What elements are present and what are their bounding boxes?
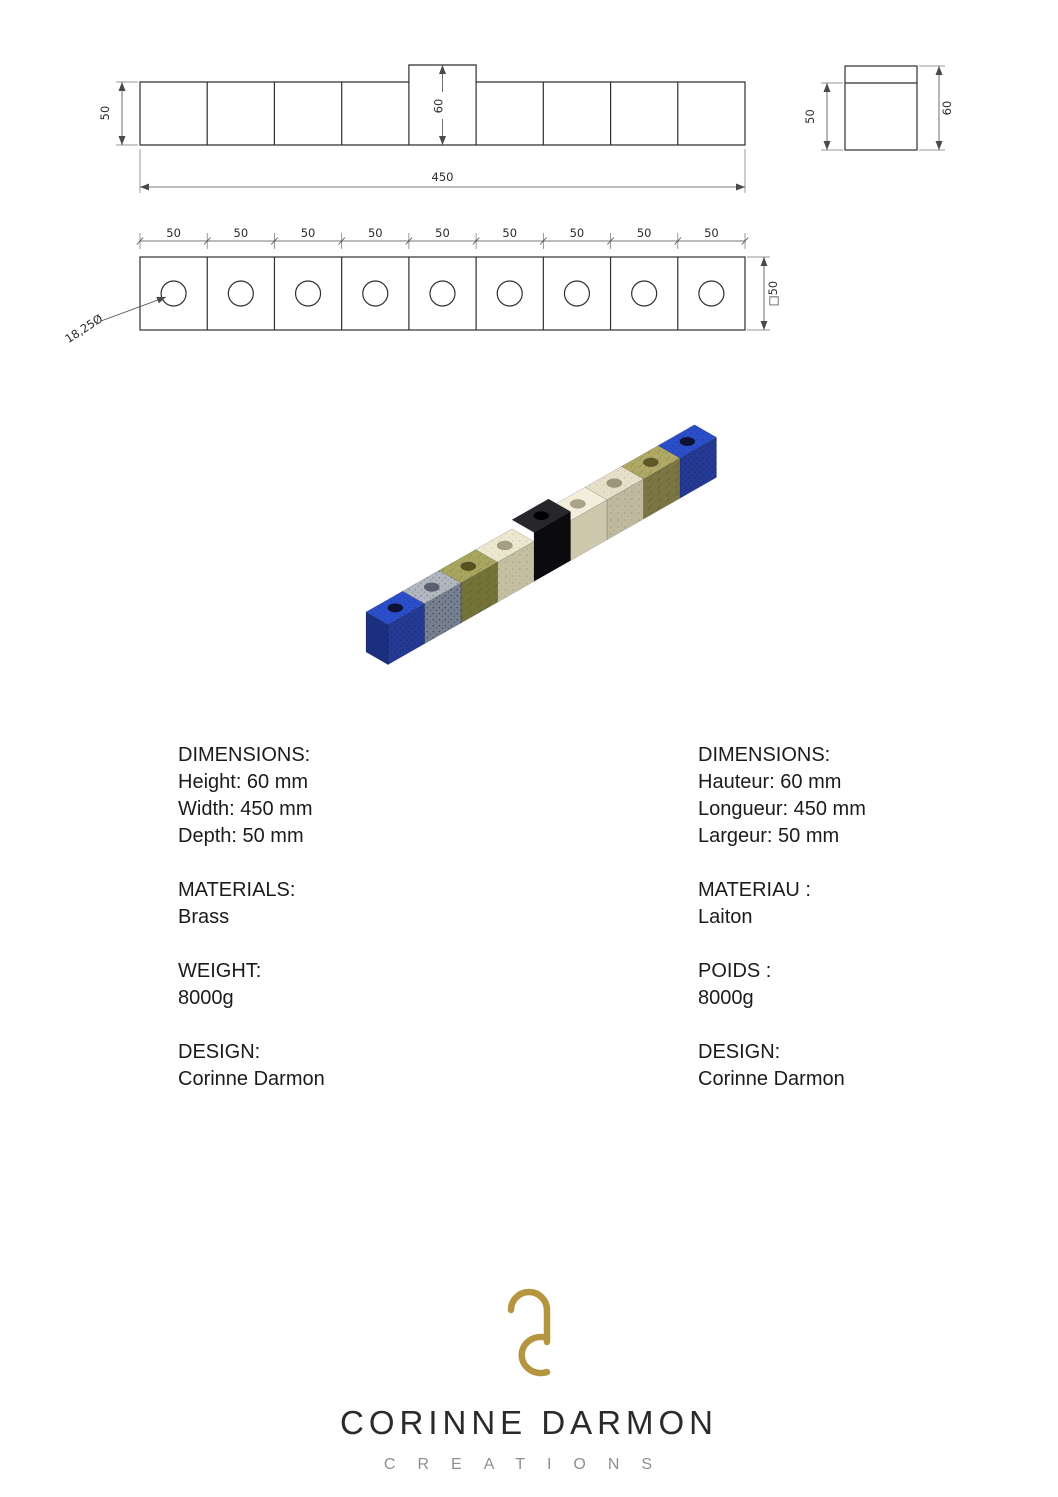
spec-label: DESIGN:: [698, 1041, 781, 1063]
isometric-render: [365, 424, 718, 666]
side-body-height-label: 50: [803, 109, 817, 124]
spec-group: DESIGN: Corinne Darmon: [178, 1039, 538, 1093]
hole-circle: [227, 280, 254, 307]
spec-label: DIMENSIONS:: [698, 744, 831, 766]
cube-ivory: [474, 528, 535, 603]
front-raised-height-label: 60: [432, 99, 446, 114]
brand-name: CORINNE DARMON: [339, 1404, 718, 1441]
spec-line: Height: 60 mm: [178, 771, 309, 793]
cube-side-texture: [461, 562, 498, 623]
spec-group: DESIGN: Corinne Darmon: [698, 1039, 1058, 1093]
specs-english: DIMENSIONS: Height: 60 mm Width: 450 mm Dep…: [178, 742, 538, 1120]
cube-hole: [423, 582, 440, 592]
hole-circle: [160, 280, 187, 307]
spec-group: POIDS : 8000g: [698, 958, 1058, 1012]
cube-granite: [401, 570, 462, 645]
brand-subtitle: CREATIONS: [383, 1456, 675, 1473]
front-view-drawing: 50 60 450: [98, 64, 746, 193]
dim-text-mask: [435, 92, 450, 119]
cube-hole: [606, 478, 623, 488]
front-width-label: 450: [432, 170, 454, 184]
cube-olive: [438, 549, 499, 624]
cube-side-texture: [497, 541, 534, 603]
cube-side-texture: [680, 437, 717, 499]
hole-diameter-label: 18,25Ø: [62, 311, 105, 346]
cube-hole: [679, 436, 696, 447]
spec-line: Longueur: 450 mm: [698, 798, 866, 820]
spec-group: WEIGHT: 8000g: [178, 958, 538, 1012]
spec-group: DIMENSIONS: Hauteur: 60 mm Longueur: 450 m…: [698, 742, 1058, 850]
top-view-drawing: 50 50 50 50 50 50 50 50 50 □50 18,25Ø: [62, 226, 780, 346]
spec-line: Corinne Darmon: [698, 1068, 845, 1090]
cube-pearl: [584, 466, 645, 541]
cube-hole: [496, 540, 513, 551]
spec-line: 8000g: [698, 987, 754, 1009]
segment-width-label: 50: [502, 226, 517, 240]
spec-line: Brass: [178, 906, 230, 928]
top-depth-label: □50: [766, 281, 780, 307]
spec-line: 8000g: [178, 987, 234, 1009]
spec-label: DESIGN:: [178, 1041, 261, 1063]
segment-width-label: 50: [637, 226, 652, 240]
segment-width-label: 50: [368, 226, 383, 240]
side-view-drawing: 50 60: [803, 65, 954, 151]
cube-side-texture: [388, 603, 425, 665]
spec-label: POIDS :: [698, 960, 772, 982]
spec-line: Corinne Darmon: [178, 1068, 325, 1090]
front-height-label: 50: [98, 106, 112, 121]
segment-width-label: 50: [301, 226, 316, 240]
hole-circle: [631, 280, 658, 307]
side-total-height-label: 60: [940, 101, 954, 116]
spec-group: DIMENSIONS: Height: 60 mm Width: 450 mm Dep…: [178, 742, 538, 850]
cube-side-texture: [607, 479, 644, 540]
brand-monogram-logo: [507, 1288, 551, 1377]
cube-hole: [569, 499, 586, 509]
cube-hole: [533, 511, 550, 521]
spec-line: Width: 450 mm: [178, 798, 313, 820]
segment-width-label: 50: [704, 226, 719, 240]
segment-width-label: 50: [435, 226, 450, 240]
specs-french: DIMENSIONS: Hauteur: 60 mm Longueur: 450 m…: [698, 742, 1058, 1120]
cube-olive-2: [620, 445, 681, 520]
cube-hole: [642, 457, 659, 467]
hole-circle: [362, 280, 389, 307]
spec-line: Laiton: [698, 906, 753, 928]
spec-group: MATERIALS: Brass: [178, 877, 538, 931]
cube-blue-end-2: [657, 424, 718, 499]
segment-width-label: 50: [570, 226, 585, 240]
hole-circle: [429, 280, 456, 307]
cube-side-texture: [643, 458, 680, 519]
hole-circle: [563, 280, 591, 307]
top-view-generated: 50 50 50 50 50 50 50 50 50: [136, 226, 749, 330]
segment-width-label: 50: [166, 226, 181, 240]
hole-circle: [698, 280, 725, 307]
spec-line: Depth: 50 mm: [178, 825, 304, 847]
hole-circle: [496, 280, 523, 307]
spec-group: MATERIAU : Laiton: [698, 877, 1058, 931]
spec-line: Hauteur: 60 mm: [698, 771, 842, 793]
hole-circle: [294, 280, 322, 307]
spec-line: Largeur: 50 mm: [698, 825, 840, 847]
cube-hole: [387, 603, 404, 613]
segment-width-label: 50: [234, 226, 249, 240]
cube-side-texture: [424, 583, 461, 644]
cube-hole: [460, 561, 477, 571]
spec-label: DIMENSIONS:: [178, 744, 311, 766]
cube-black-center: [511, 498, 572, 582]
cube-blue-end: [365, 590, 426, 666]
spec-label: WEIGHT:: [178, 960, 262, 982]
spec-label: MATERIALS:: [178, 879, 296, 901]
spec-label: MATERIAU :: [698, 879, 811, 901]
